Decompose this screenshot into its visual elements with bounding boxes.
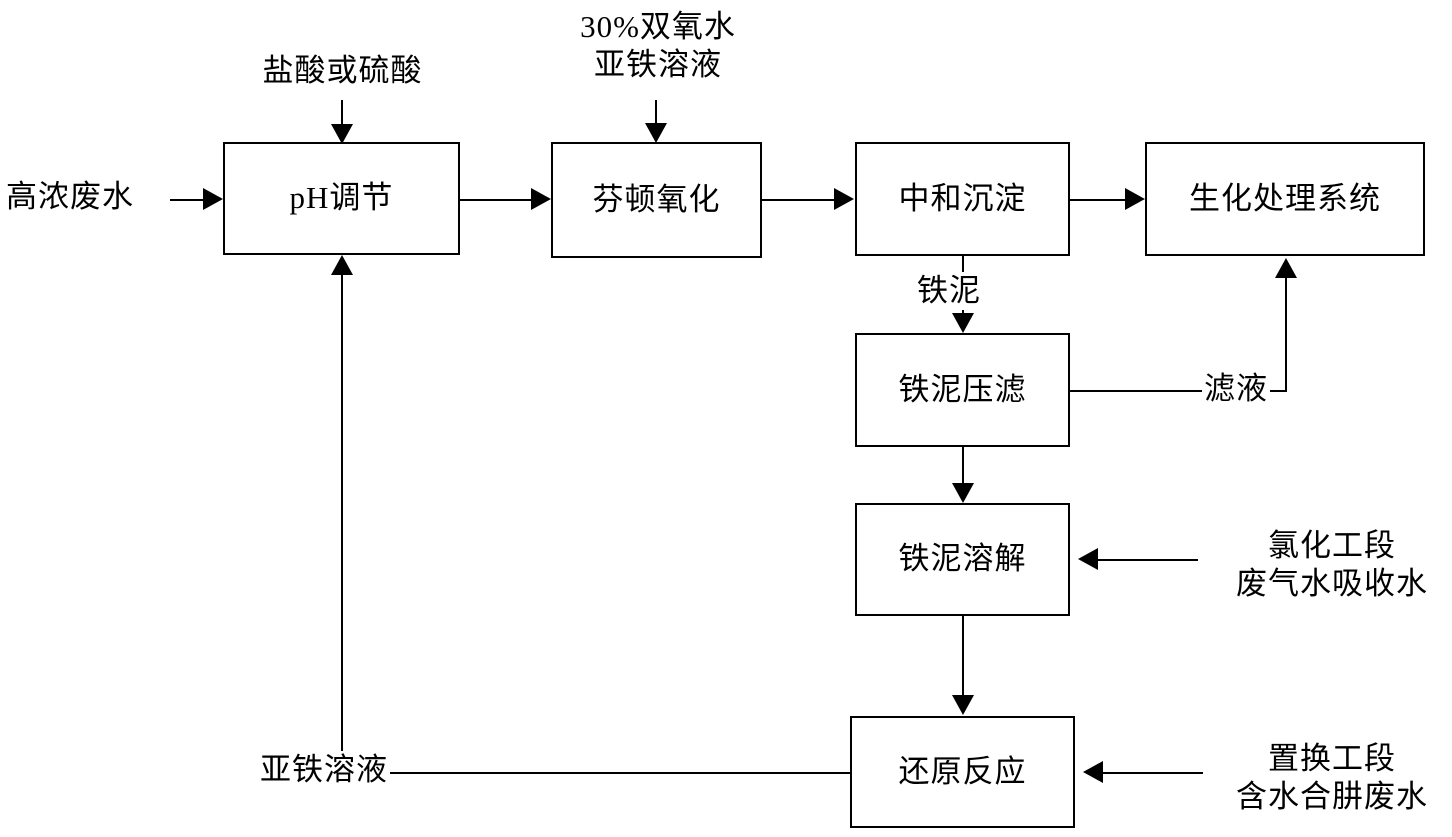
connector-filtrate-vertical [1285, 278, 1287, 392]
edge-label-peroxide-feed-line2: 亚铁溶液 [594, 46, 722, 82]
connector-filterpress-to-dissolution-line [962, 447, 964, 484]
node-ph-adjust-label: pH调节 [289, 180, 394, 216]
arrow-dissolution-to-reduction [952, 695, 974, 715]
arrow-neutralization-to-biochemical [1125, 188, 1145, 210]
connector-influent-line [170, 199, 204, 201]
arrow-fenton-to-neutralization [834, 188, 854, 210]
node-iron-sludge-filter-press-label: 铁泥压滤 [898, 371, 1027, 407]
arrow-displacement-feed [1083, 761, 1103, 783]
edge-label-displacement-feed-line2: 含水合肼废水 [1236, 778, 1428, 814]
node-iron-sludge-dissolution-label: 铁泥溶解 [898, 541, 1027, 577]
edge-label-ferrous-solution-recycle: 亚铁溶液 [258, 751, 390, 789]
arrow-ph-to-fenton [531, 188, 551, 210]
edge-label-chlorination-feed-line2: 废气水吸收水 [1236, 565, 1428, 601]
node-fenton-oxidation[interactable]: 芬顿氧化 [551, 142, 762, 258]
arrow-chlorination-feed [1078, 548, 1098, 570]
edge-label-filtrate: 滤液 [1202, 370, 1270, 408]
connector-displacement-feed-line [1103, 772, 1203, 774]
connector-acid-feed-line [341, 100, 343, 125]
edge-label-iron-sludge: 铁泥 [915, 272, 983, 310]
edge-label-peroxide-feed-line1: 30%双氧水 [580, 9, 736, 44]
connector-filtrate-horizontal [1070, 390, 1287, 392]
connector-ph-to-fenton-line [460, 199, 532, 201]
connector-peroxide-feed-line [655, 100, 657, 124]
node-neutralization-precipitation-label: 中和沉淀 [898, 180, 1027, 216]
node-fenton-oxidation-label: 芬顿氧化 [592, 181, 721, 217]
edge-label-chlorination-feed-line1: 氯化工段 [1268, 528, 1396, 563]
connector-neutralization-to-biochemical-line [1070, 199, 1126, 201]
edge-label-acid-feed: 盐酸或硫酸 [238, 52, 447, 90]
arrow-filterpress-to-dissolution [952, 483, 974, 503]
node-neutralization-precipitation[interactable]: 中和沉淀 [855, 142, 1070, 256]
node-biochemical-treatment-system-label: 生化处理系统 [1189, 180, 1381, 216]
node-iron-sludge-filter-press[interactable]: 铁泥压滤 [855, 333, 1070, 447]
connector-ferrous-recycle-horizontal [341, 772, 852, 774]
node-biochemical-treatment-system[interactable]: 生化处理系统 [1145, 142, 1425, 256]
edge-label-peroxide-feed: 30%双氧水 亚铁溶液 [556, 8, 760, 84]
connector-ferrous-recycle-vertical [341, 275, 343, 773]
connector-chlorination-feed-line [1098, 559, 1198, 561]
edge-label-displacement-feed-line1: 置换工段 [1268, 741, 1396, 776]
node-ph-adjust[interactable]: pH调节 [223, 142, 460, 255]
edge-label-displacement-feed: 置换工段 含水合肼废水 [1215, 740, 1449, 816]
connector-dissolution-to-reduction-line [962, 616, 964, 696]
node-iron-sludge-dissolution[interactable]: 铁泥溶解 [855, 503, 1070, 616]
arrow-peroxide-feed [645, 123, 667, 143]
arrow-iron-sludge [952, 313, 974, 333]
edge-label-influent: 高浓废水 [4, 178, 136, 216]
edge-label-chlorination-feed: 氯化工段 废气水吸收水 [1215, 527, 1449, 603]
arrow-influent [203, 188, 223, 210]
arrow-acid-feed [331, 124, 353, 144]
connector-fenton-to-neutralization-line [762, 199, 835, 201]
arrow-filtrate-to-biochemical [1275, 258, 1297, 278]
node-reduction-reaction[interactable]: 还原反应 [850, 716, 1075, 828]
arrow-ferrous-recycle-to-ph [331, 255, 353, 275]
node-reduction-reaction-label: 还原反应 [898, 753, 1027, 789]
